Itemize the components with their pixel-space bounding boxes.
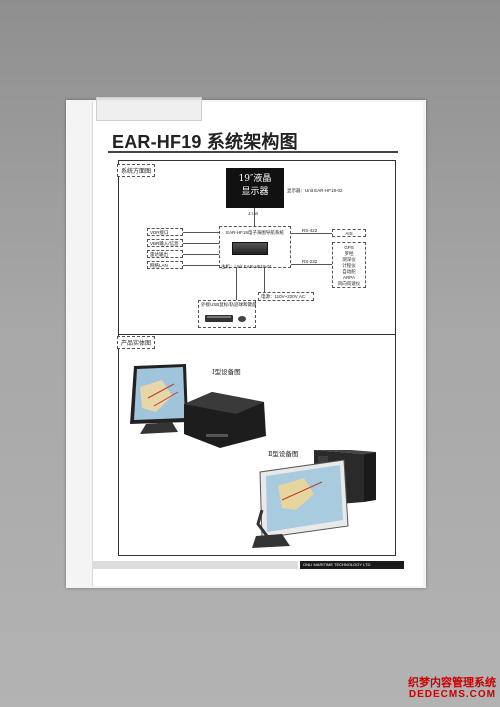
rs232-label: RS-232: [302, 259, 318, 264]
sensor-depth: 测深仪: [342, 257, 356, 262]
peripheral-label: 外接USB鼠标/轨迹球和键盘: [201, 302, 257, 307]
input-box-2: VBR输入/信息: [147, 239, 183, 247]
site-watermark: 织梦内容管理系统 DEDECMS.COM: [408, 677, 496, 701]
type1-label: Ⅰ型设备图: [212, 368, 241, 376]
connector-power: [264, 268, 265, 292]
title-rule: [108, 151, 398, 153]
watermark-line1: 织梦内容管理系统: [408, 677, 496, 689]
nav-system-label: EAR-HF19电子海图导航系统: [226, 230, 284, 235]
sensor-wind: 风向风速仪: [337, 281, 361, 286]
sensor-log: 计程仪: [342, 263, 356, 268]
connector-monitor-host: [254, 208, 255, 226]
rs422-label: RS-422: [302, 228, 318, 233]
link-label: J.I.M: [248, 211, 258, 216]
diagram-frame: [118, 160, 396, 556]
sensor-gps: GPS: [344, 245, 354, 250]
input-box-4: 网络LAN: [147, 261, 183, 269]
type2-label: Ⅱ型设备图: [268, 450, 299, 458]
host-unit-image: [232, 242, 268, 255]
power-box: 电源：110V~220V AC: [258, 292, 314, 301]
sensor-box: GPS 罗经 测深仪 计程仪 自动舵 ARPA 风向风速仪: [332, 242, 366, 288]
connector-input-4: [183, 265, 219, 266]
tape-strip: [96, 97, 202, 121]
type2-device-image: [252, 450, 376, 548]
monitor-title-line1: 19″液晶: [238, 174, 272, 184]
host-caption: 主机：Unit EAR-HF19-01: [221, 264, 273, 269]
connector-ais: [291, 233, 332, 234]
connector-input-1: [183, 232, 219, 233]
section-divider: [118, 334, 396, 335]
keyboard-mouse-icon: [205, 315, 246, 322]
peripheral-box: 外接USB鼠标/轨迹球和键盘: [198, 300, 257, 328]
monitor-title-line2: 显示器: [241, 187, 269, 197]
input-box-3: 雷达输出: [147, 250, 183, 258]
connector-sensors: [291, 264, 332, 265]
monitor-box: 19″液晶 显示器: [226, 168, 284, 208]
sensor-autopilot: 自动舵: [342, 269, 356, 274]
monitor-caption: 显示器：Unit EAR-HF19-02: [287, 188, 343, 193]
watermark-line2: DEDECMS.COM: [408, 689, 496, 700]
footer-band: [92, 561, 298, 569]
connector-input-3: [183, 254, 219, 255]
sensor-gyro: 罗经: [344, 251, 354, 256]
type1-device-image: [130, 364, 266, 448]
ais-box: AIS: [332, 229, 366, 237]
input-box-1: VDR接口: [147, 228, 183, 236]
page-title: EAR-HF19 系统架构图: [112, 132, 298, 152]
section-label-system: 系统方面图: [117, 164, 156, 177]
connector-peripheral: [236, 268, 237, 300]
footer-brand: ONLI MARITIME TECHNOLOGY LTD: [300, 561, 404, 569]
connector-input-2: [183, 243, 219, 244]
sensor-arpa: ARPA: [343, 275, 355, 280]
section-label-products: 产品实体图: [117, 336, 156, 349]
